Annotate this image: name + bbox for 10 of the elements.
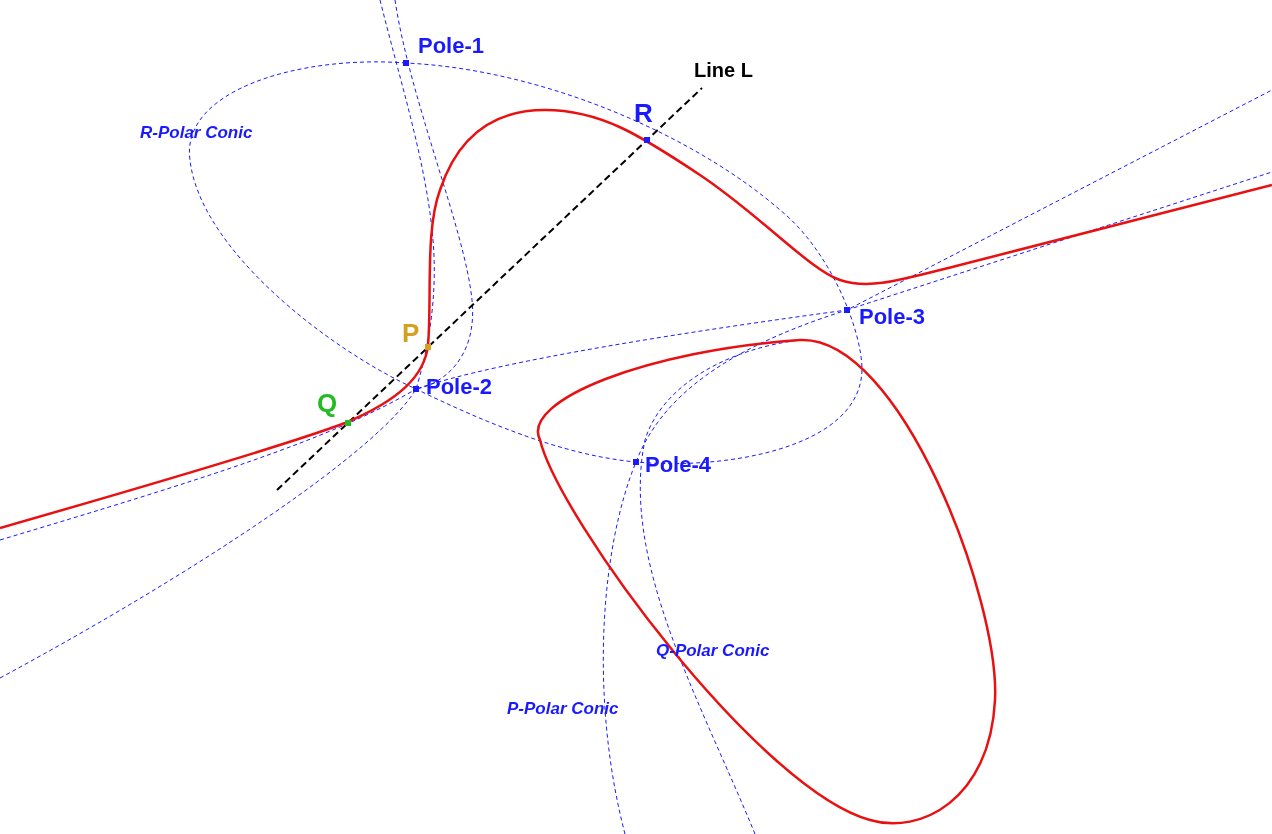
point-label: Pole-2 [426,376,493,398]
point-label: P [402,320,420,346]
conic-label: R-Polar Conic [140,124,253,141]
point-label: Pole-1 [418,35,485,57]
point-label: Pole-4 [645,454,712,476]
point-label: R [634,100,653,126]
conic-label: P-Polar Conic [507,700,619,717]
line-label: Line L [694,60,753,80]
point-label: Q [317,390,338,416]
point-label: Pole-3 [859,306,926,328]
